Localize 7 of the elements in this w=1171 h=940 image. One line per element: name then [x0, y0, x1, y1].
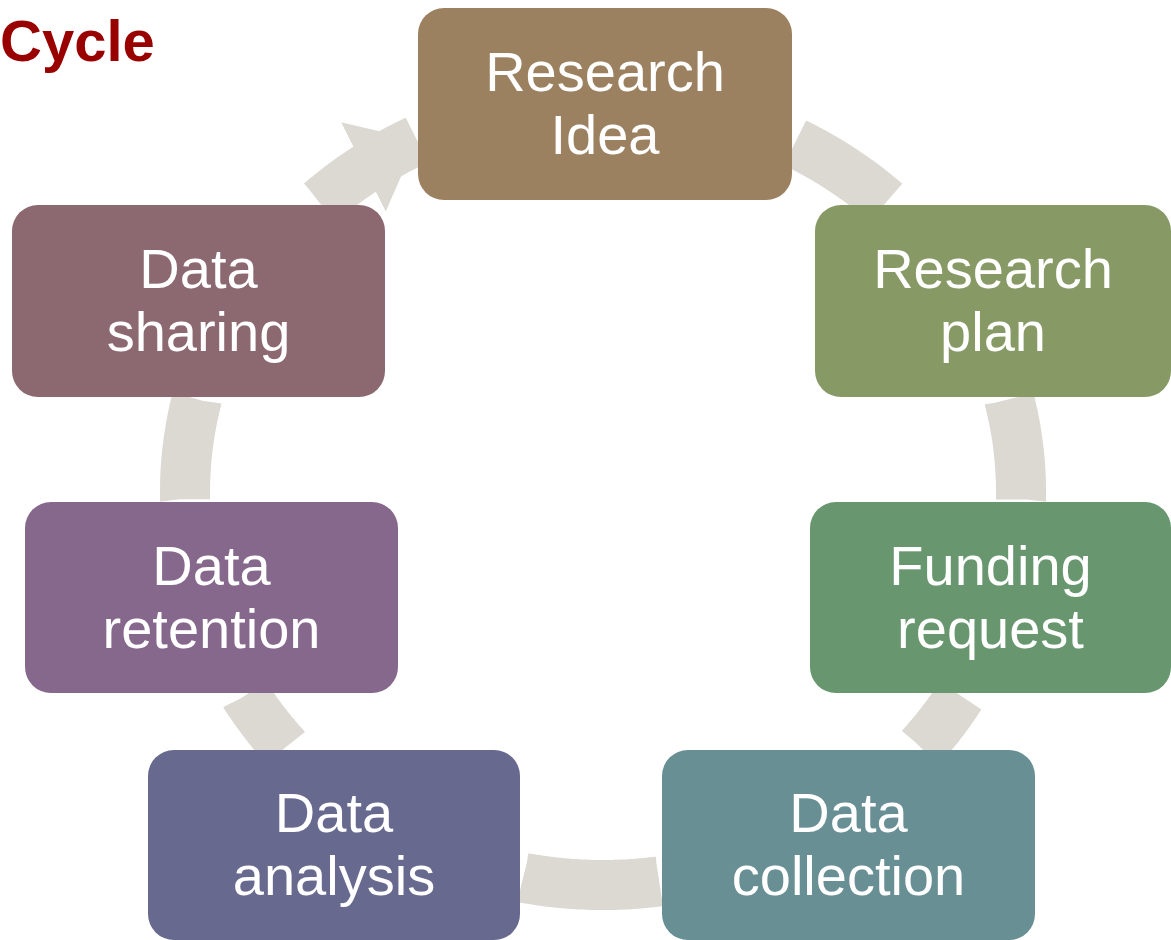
process-box: Data sharing: [12, 205, 385, 397]
process-box: Research plan: [815, 205, 1171, 397]
process-box: Research Idea: [418, 8, 792, 200]
process-box: Funding request: [810, 502, 1171, 693]
process-box: Data collection: [662, 750, 1035, 940]
process-box: Data analysis: [148, 750, 520, 940]
process-box: Data retention: [25, 502, 398, 693]
